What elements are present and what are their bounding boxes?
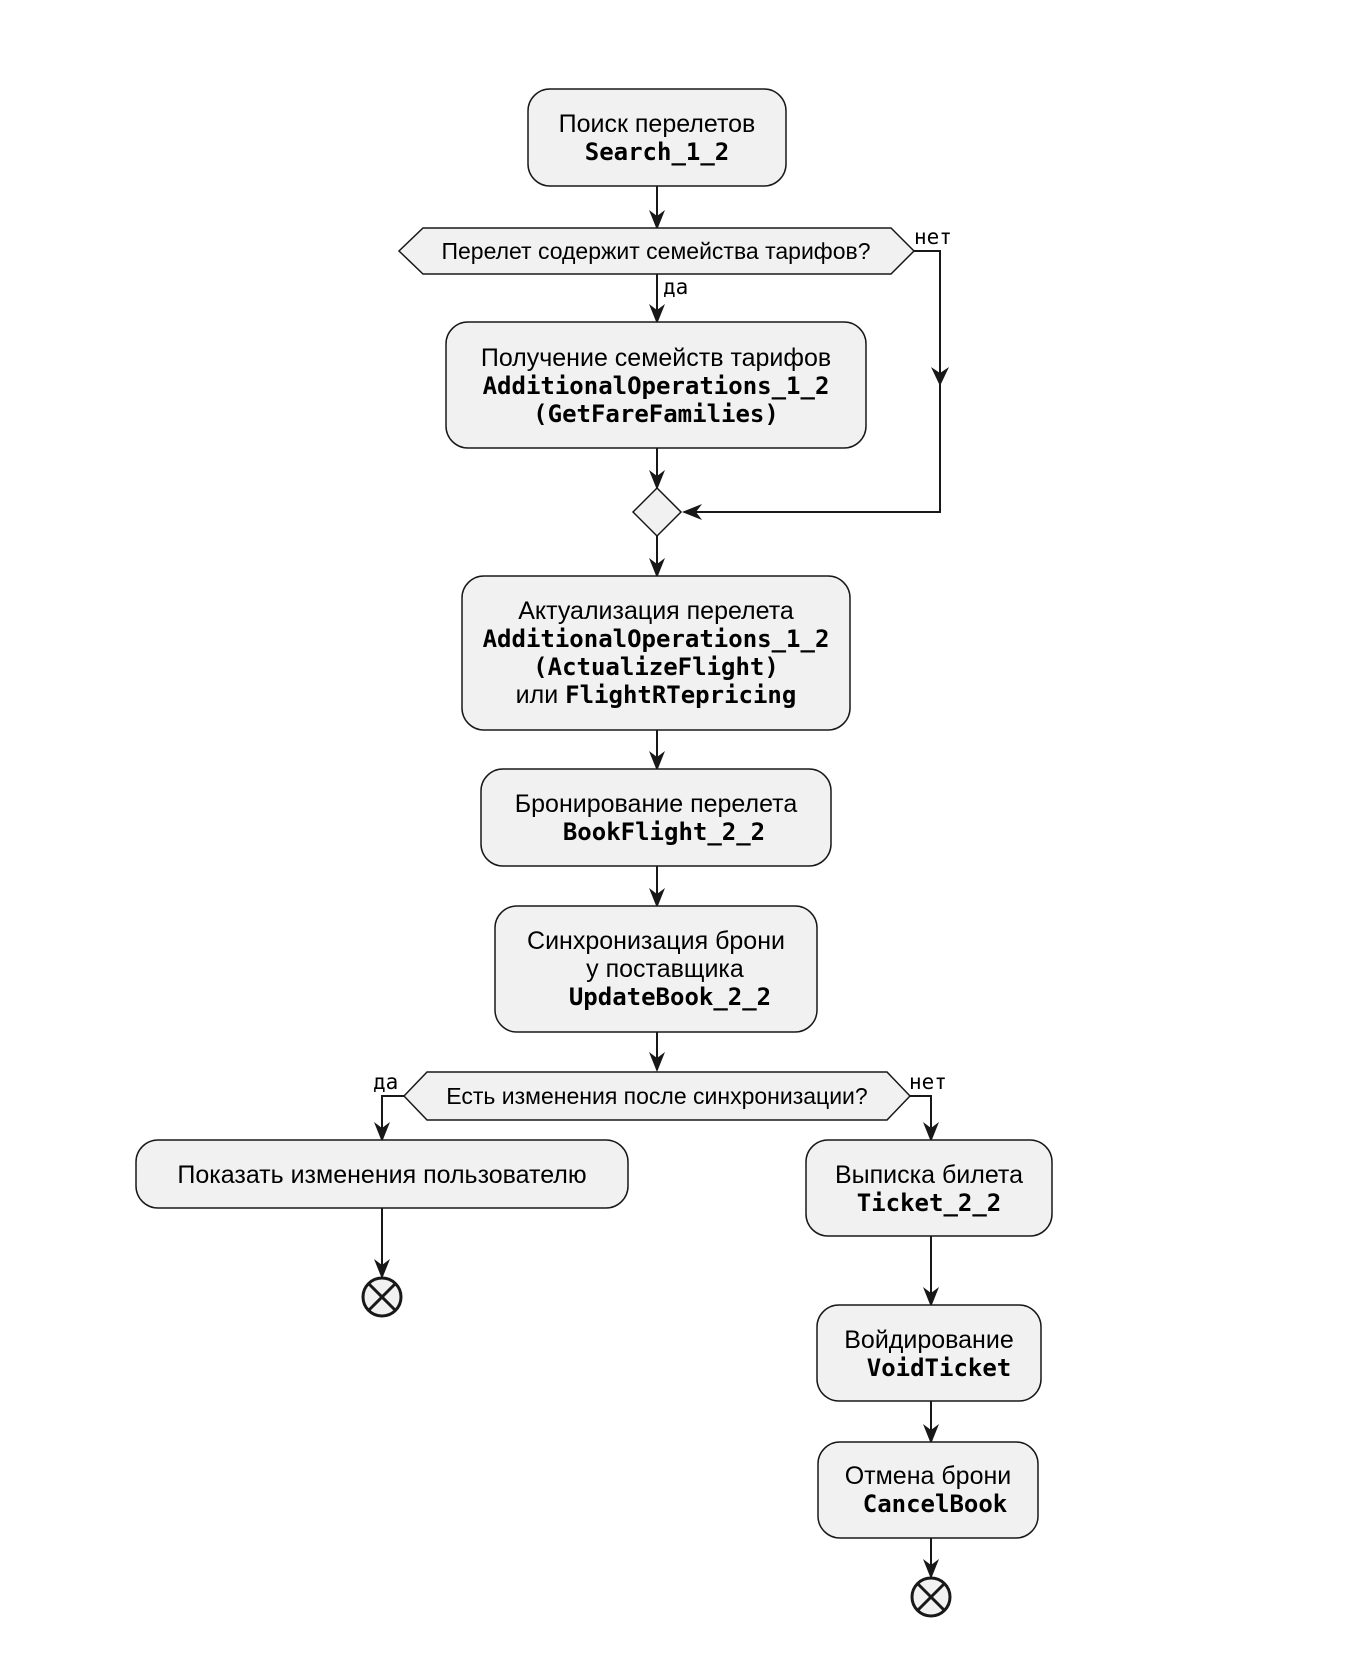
node-search-line2: Search_1_2 [585, 138, 730, 166]
decision-fare-families: Перелет содержит семейства тарифов? да н… [397, 225, 952, 299]
node-ticket-line1: Выписка билета [835, 1161, 1023, 1189]
end-node-right [910, 1576, 952, 1618]
edge-decision-no [914, 250, 941, 386]
edge-changes-no [910, 1095, 939, 1142]
decision-changes-label: Есть изменения после синхронизации? [446, 1083, 867, 1109]
node-book-line2: BookFlight_2_2 [563, 818, 765, 846]
node-cancel-line1: Отмена брони [845, 1462, 1012, 1490]
node-ticket: Выписка билета Ticket_2_2 [805, 1139, 1053, 1237]
node-sync-line3: UpdateBook_2_2 [569, 983, 771, 1011]
node-actualize-line2: AdditionalOperations_1_2 [483, 625, 830, 653]
node-actualize-line3: (ActualizeFlight) [533, 653, 779, 681]
node-actualize-line4-prefix: или [516, 681, 565, 709]
node-void: Войдирование VoidTicket [816, 1304, 1042, 1402]
node-actualize-line1: Актуализация перелета [518, 597, 794, 625]
node-book: Бронирование перелета BookFlight_2_2 [480, 768, 832, 867]
node-sync-line1: Синхронизация брони [527, 927, 785, 955]
node-book-line1: Бронирование перелета [515, 790, 798, 818]
decision-changes: Есть изменения после синхронизации? да н… [373, 1070, 947, 1121]
node-void-line2: VoidTicket [867, 1354, 1012, 1382]
edge-changes-yes [374, 1095, 404, 1142]
node-sync-line2: у поставщика [586, 955, 744, 983]
merge-diamond [631, 486, 683, 538]
node-show-changes: Показать изменения пользователю [135, 1139, 629, 1209]
node-actualize-line4: или FlightRTepricing [516, 681, 797, 709]
node-show-changes-line1: Показать изменения пользователю [177, 1161, 586, 1189]
node-search: Поиск перелетов Search_1_2 [527, 88, 787, 187]
node-ticket-line2: Ticket_2_2 [857, 1189, 1002, 1217]
node-search-line1: Поиск перелетов [559, 110, 756, 138]
node-fare-families-line1: Получение семейств тарифов [481, 344, 831, 372]
node-fare-families-line3: (GetFareFamilies) [533, 400, 779, 428]
edge-decision-no-arrowhead [931, 367, 949, 386]
edge-no-to-merge [682, 386, 941, 520]
decision-changes-yes-label: да [373, 1070, 398, 1094]
node-actualize-line4-code: FlightRTepricing [565, 681, 796, 709]
node-void-line1: Войдирование [844, 1326, 1013, 1354]
decision-fare-families-no-label: нет [914, 225, 952, 249]
node-actualize: Актуализация перелета AdditionalOperatio… [461, 575, 851, 731]
node-fare-families-line2: AdditionalOperations_1_2 [483, 372, 830, 400]
node-cancel: Отмена брони CancelBook [817, 1441, 1039, 1539]
decision-fare-families-yes-label: да [663, 275, 688, 299]
decision-changes-no-label: нет [909, 1070, 947, 1094]
end-node-left [361, 1276, 403, 1318]
node-sync: Синхронизация брони у поставщика UpdateB… [494, 905, 818, 1033]
node-fare-families: Получение семейств тарифов AdditionalOpe… [445, 321, 867, 449]
node-cancel-line2: CancelBook [863, 1490, 1008, 1518]
decision-fare-families-label: Перелет содержит семейства тарифов? [441, 238, 870, 264]
